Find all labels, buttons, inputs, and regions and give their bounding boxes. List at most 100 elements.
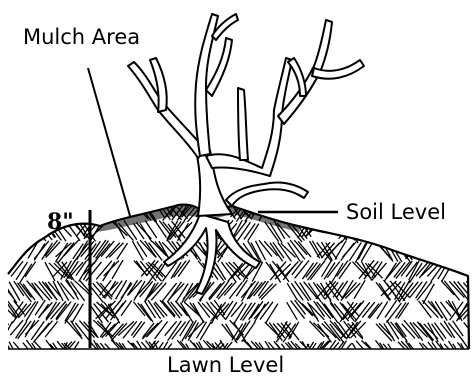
hatch-stroke [0,260,9,276]
hatch-stroke [298,241,311,257]
hatch-stroke [0,224,8,239]
hatch-stroke [119,343,134,363]
hatch-stroke [419,223,434,238]
hatch-stroke [439,223,453,238]
hatch-stroke [180,303,192,323]
hatch-stroke [369,302,382,318]
hatch-stroke [388,344,399,361]
hatch-stroke [0,323,4,341]
hatch-stroke [410,223,424,237]
hatch-stroke [401,224,415,243]
hatch-stroke [414,243,427,258]
hatch-stroke [451,243,464,259]
hatch-stroke [443,242,456,260]
hatch-stroke [378,222,391,242]
hatch-stroke [324,201,339,218]
hatch-stroke [45,321,57,336]
hatch-stroke [266,203,278,218]
hatch-stroke [35,300,45,315]
mulch-leader-line [88,68,130,216]
hatch-stroke [261,284,276,300]
hatch-stroke [429,242,441,256]
hatch-stroke [468,221,475,239]
hatch-stroke [382,223,393,241]
hatch-stroke [98,202,109,219]
hatch-stroke [352,343,363,362]
hatch-stroke [38,321,52,337]
hatch-stroke [395,323,407,341]
hatch-stroke [449,202,459,218]
hatch-stroke [121,301,132,316]
hatch-stroke [28,204,41,224]
hatch-stroke [467,243,475,258]
hatch-stroke [0,243,2,258]
hatch-stroke [140,223,152,242]
hatch-stroke [32,222,42,238]
hatch-stroke [352,262,366,276]
hatch-stroke [453,200,464,219]
hatch-stroke [8,224,21,239]
hatch-stroke [57,342,68,361]
hatch-stroke [2,321,12,340]
hatch-stroke [31,203,44,217]
hatch-stroke [0,201,13,218]
hatch-stroke [471,343,475,359]
hatch-stroke [404,241,414,255]
hatch-stroke [115,300,126,314]
hatch-stroke [406,341,418,358]
hatch-stroke [442,241,454,260]
hatch-stroke [471,260,475,279]
hatch-stroke [310,260,325,279]
hatch-stroke [335,241,346,260]
hatch-stroke [105,201,116,218]
hatch-stroke [403,223,419,240]
hatch-stroke [439,241,450,258]
hatch-stroke [446,204,456,221]
hatch-stroke [355,243,365,262]
hatch-stroke [445,224,457,244]
hatch-stroke [397,223,410,242]
hatch-stroke [171,262,181,278]
hatch-stroke [442,262,453,281]
hatch-stroke [456,221,470,240]
hatch-stroke [9,203,23,217]
hatch-stroke [137,242,147,257]
hatch-stroke [67,321,82,338]
hatch-stroke [145,221,157,238]
hatch-stroke [17,202,28,216]
hatch-stroke [4,204,18,220]
hatch-stroke [361,341,377,356]
hatch-stroke [9,342,20,361]
hatch-stroke [101,204,112,222]
hatch-stroke [470,322,475,341]
hatch-stroke [45,262,55,281]
hatch-stroke [404,222,417,237]
hatch-stroke [0,341,10,359]
hatch-stroke [111,324,124,339]
hatch-stroke [410,241,422,257]
hatch-stroke [467,202,475,219]
hatch-stroke [448,300,460,319]
hatch-stroke [4,284,17,303]
hatch-stroke [0,324,9,342]
hatch-stroke [72,203,88,218]
hatch-stroke [75,202,87,217]
soil-level-label: Soil Level [346,202,446,223]
hatch-stroke [228,263,243,281]
hatch-stroke [13,342,28,360]
hatch-stroke [0,263,6,281]
hatch-stroke [117,243,128,259]
hatch-stroke [200,322,211,340]
hatch-stroke [291,200,305,217]
hatch-stroke [444,344,458,358]
hatch-stroke [420,243,431,261]
depth-label: 8" [47,211,74,233]
mulch-area-label: Mulch Area [23,27,140,48]
hatch-stroke [24,202,37,220]
hatch-stroke [287,302,297,319]
hatch-stroke [93,202,105,216]
hatch-stroke [231,302,243,316]
hatch-stroke [471,201,475,221]
hatch-stroke [465,242,475,258]
